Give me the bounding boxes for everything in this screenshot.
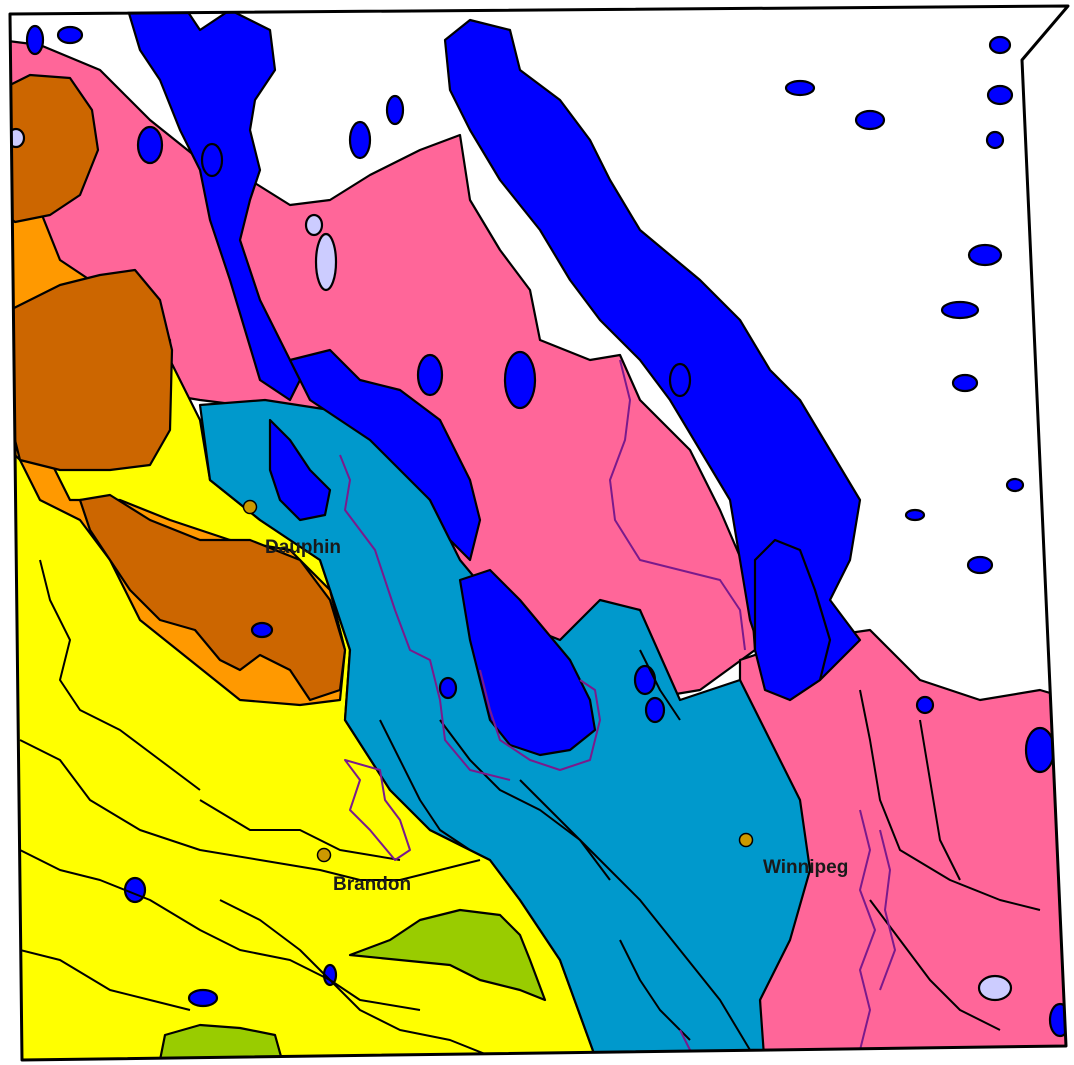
lavender-lake-3 (304, 213, 324, 237)
city-label-brandon: Brandon (333, 874, 411, 895)
city-winnipeg[interactable]: Winnipeg (738, 832, 849, 879)
city-dauphin[interactable]: Dauphin (242, 499, 342, 559)
city-marker-brandon[interactable] (316, 847, 332, 863)
water-lake-manitoba (458, 568, 597, 757)
water-channels-central (288, 348, 482, 562)
water-northern-lakes-west (123, 6, 302, 402)
city-marker-winnipeg[interactable] (738, 832, 754, 848)
water-lake-winnipeg-south (753, 538, 832, 702)
region-green-patch-1 (348, 908, 547, 1002)
city-label-dauphin: Dauphin (265, 537, 341, 558)
region-brown-upland-2 (10, 268, 174, 472)
city-brandon[interactable]: Brandon (316, 847, 412, 896)
city-marker-dauphin[interactable] (242, 499, 258, 515)
lavender-lake-4 (977, 974, 1013, 1002)
region-brown-upland-1 (10, 73, 100, 224)
lavender-lake-2 (314, 232, 338, 292)
region-brown-upland-3 (78, 493, 347, 702)
water-lake-winnipegosis (268, 418, 332, 522)
water-lake-winnipeg-north (443, 18, 862, 702)
contour-lines (339, 359, 896, 1060)
region-green-patch-2 (158, 1023, 284, 1060)
province-outline (8, 4, 1070, 1062)
subdivision-lines (19, 559, 1041, 1060)
city-label-winnipeg: Winnipeg (763, 857, 848, 878)
